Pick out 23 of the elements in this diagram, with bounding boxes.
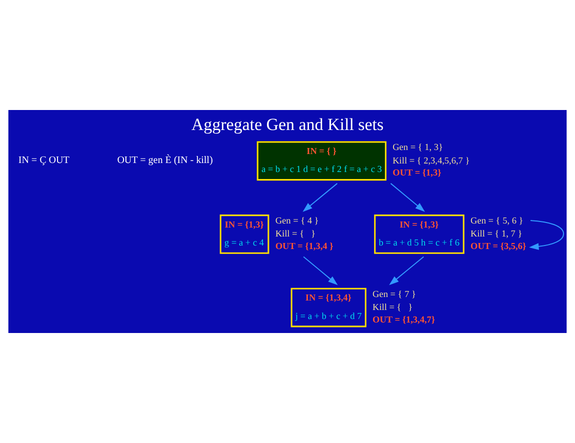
label: IN = Ç OUT (18, 155, 70, 166)
node-label: OUT = {1,3,4 } (275, 242, 334, 252)
arrow (302, 183, 338, 212)
node-label: Kill = { } (275, 230, 316, 240)
node-label: Gen = { 4 } (275, 216, 319, 227)
node-box: IN = {1,3,4} j = a + b + c + d 7 (290, 288, 366, 328)
arrow (390, 183, 425, 212)
diagram-title: Aggregate Gen and Kill sets (191, 114, 384, 134)
node-label: OUT = {1,3} (392, 168, 442, 179)
node-box: IN = {1,3} g = a + c 4 (220, 214, 270, 254)
node-label: Gen = { 5, 6 } (470, 216, 524, 227)
node-label: Gen = { 7 } (372, 290, 416, 300)
node-label: OUT = {3,5,6} (470, 242, 526, 252)
node-box: IN = {1,3} b = a + d 5 h = c + f 6 (374, 214, 464, 254)
arrow (389, 256, 424, 286)
node-label: Kill = { } (372, 302, 413, 313)
label: OUT = gen È (IN - kill) (117, 155, 213, 166)
node-label: Gen = { 1, 3} (392, 143, 443, 154)
node-label: OUT = {1,3,4,7} (372, 315, 436, 326)
node-label: Kill = { 2,3,4,5,6,7 } (392, 156, 470, 166)
node-label: Kill = { 1, 7 } (470, 230, 522, 240)
arrow (303, 256, 338, 286)
arrow (529, 220, 564, 250)
